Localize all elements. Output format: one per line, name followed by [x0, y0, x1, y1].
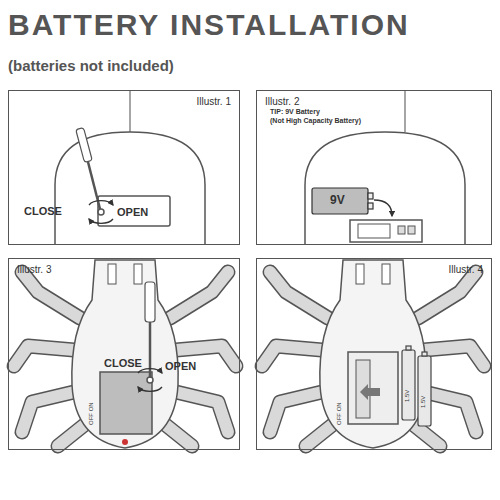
panel-label: Illustr. 1 [197, 96, 231, 107]
spider-leg [22, 272, 80, 318]
spider-leg [170, 272, 228, 318]
spider-leg [58, 422, 88, 446]
spider-leg [424, 392, 476, 432]
spider-body [108, 264, 116, 284]
switch-label: OFF ON [336, 402, 343, 425]
title: BATTERY INSTALLATION [8, 8, 410, 42]
device-body [305, 132, 465, 244]
tip-note: TIP: 9V Battery [270, 108, 320, 116]
illustration-panel: Illustr. 1 [8, 90, 240, 245]
screwdriver [145, 282, 155, 378]
panel-label: Illustr. 2 [265, 96, 299, 107]
insert-arrow [374, 200, 392, 216]
spider-leg [424, 346, 484, 366]
device-body [305, 91, 465, 244]
spider-leg [270, 392, 322, 432]
direction-label: CLOSE [24, 205, 62, 217]
rotation-arrow [89, 201, 113, 205]
spider-leg [270, 272, 328, 318]
spider-leg [270, 392, 322, 432]
screwdriver [76, 128, 100, 209]
battery-9v [368, 193, 373, 199]
subtitle: (batteries not included) [8, 58, 174, 75]
battery-9v [312, 188, 373, 214]
rotation-arrow [138, 369, 162, 373]
insert-arrow [360, 384, 380, 400]
spider-leg [418, 272, 476, 318]
switch-label: OFF ON [88, 402, 95, 425]
device-body [129, 91, 131, 132]
rotation-arrow [138, 369, 162, 392]
device-body [350, 220, 422, 242]
device-body [404, 91, 406, 132]
panel-label: Illustr. 3 [17, 264, 51, 275]
spider-leg [14, 346, 74, 366]
battery-aaa [402, 350, 415, 420]
battery-9v [312, 188, 368, 214]
spider-leg [306, 422, 336, 446]
rotation-arrow [89, 201, 113, 224]
spider-leg [262, 346, 322, 366]
spider-body [382, 264, 390, 284]
spider-leg [14, 346, 74, 366]
battery-aaa [406, 346, 411, 350]
spider-leg [170, 272, 228, 318]
spider-leg [22, 392, 74, 432]
spider-body [72, 260, 178, 448]
screwdriver [149, 322, 152, 378]
spider-leg [162, 422, 192, 446]
rotation-arrow [138, 387, 162, 391]
spider-leg [418, 272, 476, 318]
spider-body [348, 352, 398, 424]
spider-leg [306, 422, 336, 446]
screwdriver [76, 128, 93, 163]
battery-aaa [422, 352, 427, 356]
spider-leg [424, 346, 484, 366]
spider-body [356, 264, 364, 284]
panel-label: Illustr. 4 [449, 264, 483, 275]
spider-leg [270, 272, 328, 318]
battery-marking: 1.5V [420, 396, 427, 408]
spider-body [320, 260, 426, 448]
direction-label: OPEN [165, 360, 196, 372]
screwdriver [145, 282, 155, 322]
battery-marking: 1.5V [404, 390, 411, 402]
device-body [98, 209, 104, 215]
insert-arrow [374, 200, 392, 216]
spider-leg [176, 392, 228, 432]
device-body [55, 91, 205, 244]
illustration-panel: Illustr. 3 [8, 258, 240, 450]
direction-label: OPEN [117, 206, 148, 218]
battery-aaa [402, 346, 431, 426]
device-body [398, 226, 405, 234]
spider-leg [424, 392, 476, 432]
device-body [55, 132, 205, 244]
spider-body [320, 260, 426, 448]
battery-9v [368, 203, 373, 209]
spider-body [134, 264, 142, 284]
device-body [408, 226, 415, 234]
direction-label: CLOSE [104, 357, 142, 369]
spider-leg [58, 422, 88, 446]
battery-marking: 9V [330, 194, 345, 207]
tip-note: (Not High Capacity Battery) [270, 117, 361, 125]
spider-body [100, 372, 152, 434]
spider-leg [162, 422, 192, 446]
spider-leg [176, 392, 228, 432]
device-body [358, 224, 390, 238]
spider-leg [22, 272, 80, 318]
spider-leg [262, 346, 322, 366]
spider-leg [22, 392, 74, 432]
insert-arrow [360, 384, 380, 400]
battery-aaa [418, 356, 431, 426]
spider-body [122, 439, 128, 445]
illustration-panel: Illustr. 4 [256, 258, 492, 450]
rotation-arrow [89, 219, 113, 223]
spider-body [72, 260, 178, 448]
